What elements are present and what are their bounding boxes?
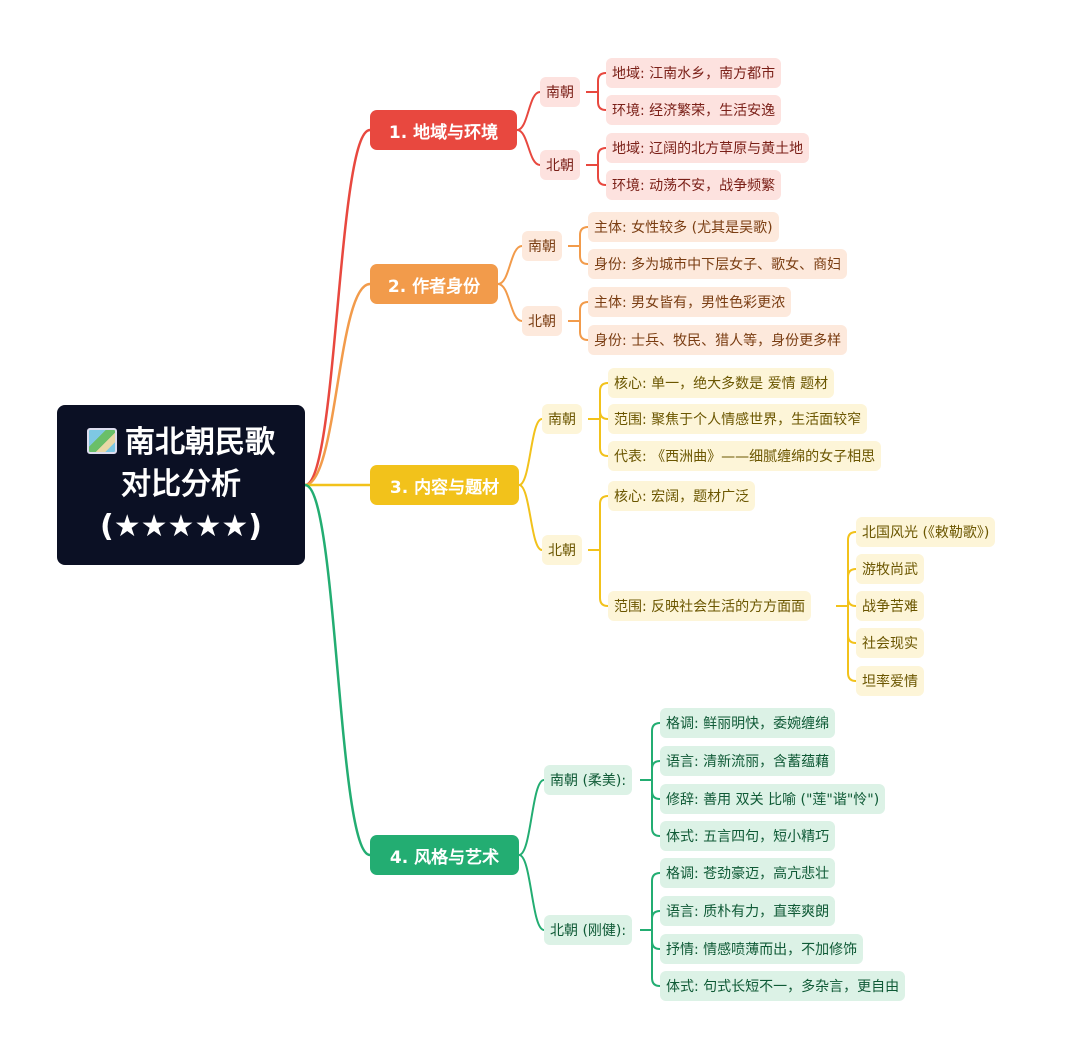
connector bbox=[640, 779, 661, 837]
leaf-item[interactable]: 范围: 反映社会生活的方方面面 bbox=[608, 591, 812, 621]
connector bbox=[568, 320, 589, 341]
connector bbox=[836, 568, 857, 607]
leaf-item[interactable]: 格调: 鲜丽明快，委婉缠绵 bbox=[660, 708, 836, 738]
connector bbox=[588, 382, 609, 420]
connector bbox=[586, 72, 607, 93]
connector bbox=[304, 282, 371, 487]
connector bbox=[588, 418, 609, 457]
connector bbox=[640, 722, 661, 781]
leaf-item[interactable]: 身份: 士兵、牧民、猎人等，身份更多样 bbox=[588, 325, 848, 355]
leaf-item[interactable]: 地域: 辽阔的北方草原与黄土地 bbox=[606, 133, 810, 163]
leaf-item[interactable]: 代表: 《西洲曲》——细腻缠绵的女子相思 bbox=[608, 441, 882, 471]
connector bbox=[640, 760, 661, 781]
connector bbox=[836, 531, 857, 607]
leaf-item[interactable]: 核心: 宏阔，题材广泛 bbox=[608, 481, 756, 511]
branch-style[interactable]: 4. 风格与艺术 bbox=[370, 835, 519, 875]
leaf-item[interactable]: 语言: 清新流丽，含蓄蕴藉 bbox=[660, 746, 836, 776]
group-south[interactable]: 南朝 bbox=[542, 404, 582, 434]
leaf-item[interactable]: 体式: 句式长短不一，多杂言，更自由 bbox=[660, 971, 906, 1001]
connector bbox=[518, 484, 543, 551]
connector bbox=[586, 91, 607, 111]
leaf-item[interactable]: 环境: 动荡不安，战争频繁 bbox=[606, 170, 782, 200]
group-south[interactable]: 南朝 bbox=[540, 77, 580, 107]
connector bbox=[568, 301, 589, 322]
connector bbox=[568, 245, 589, 265]
connector bbox=[588, 549, 609, 607]
connector bbox=[518, 779, 545, 856]
branch-content[interactable]: 3. 内容与题材 bbox=[370, 465, 519, 505]
leaf-item[interactable]: 抒情: 情感喷薄而出，不加修饰 bbox=[660, 934, 864, 964]
leaf-subitem[interactable]: 社会现实 bbox=[856, 628, 924, 658]
connector bbox=[588, 410, 609, 420]
leaf-subitem[interactable]: 游牧尚武 bbox=[856, 554, 924, 584]
connector bbox=[588, 495, 609, 551]
connector bbox=[836, 605, 857, 682]
leaf-subitem[interactable]: 北国风光 (《敕勒歌》) bbox=[856, 517, 996, 547]
connector bbox=[497, 283, 523, 322]
map-icon bbox=[87, 428, 117, 454]
connector bbox=[518, 418, 543, 486]
leaf-item[interactable]: 主体: 女性较多 (尤其是吴歌) bbox=[588, 212, 779, 242]
connector bbox=[836, 597, 857, 607]
leaf-item[interactable]: 语言: 质朴有力，直率爽朗 bbox=[660, 896, 836, 926]
connector bbox=[836, 605, 857, 644]
group-north[interactable]: 北朝 (刚健): bbox=[544, 915, 633, 945]
connector bbox=[640, 929, 661, 987]
connector bbox=[304, 483, 371, 857]
connector bbox=[640, 779, 661, 800]
branch-author[interactable]: 2. 作者身份 bbox=[370, 264, 498, 304]
connector bbox=[640, 910, 661, 931]
leaf-item[interactable]: 核心: 单一，绝大多数是 爱情 题材 bbox=[608, 368, 835, 398]
group-north[interactable]: 北朝 bbox=[522, 306, 562, 336]
connector bbox=[304, 128, 371, 487]
connector bbox=[586, 147, 607, 166]
leaf-subitem[interactable]: 战争苦难 bbox=[856, 591, 924, 621]
leaf-item[interactable]: 范围: 聚焦于个人情感世界，生活面较窄 bbox=[608, 404, 868, 434]
group-north[interactable]: 北朝 bbox=[542, 535, 582, 565]
leaf-item[interactable]: 格调: 苍劲豪迈，高亢悲壮 bbox=[660, 858, 836, 888]
connector bbox=[516, 91, 541, 131]
leaf-item[interactable]: 环境: 经济繁荣，生活安逸 bbox=[606, 95, 782, 125]
group-north[interactable]: 北朝 bbox=[540, 150, 580, 180]
leaf-item[interactable]: 修辞: 善用 双关 比喻 ("莲"谐"怜") bbox=[660, 784, 886, 814]
leaf-item[interactable]: 地域: 江南水乡，南方都市 bbox=[606, 58, 782, 88]
connector bbox=[586, 164, 607, 186]
connector bbox=[497, 245, 523, 285]
leaf-item[interactable]: 体式: 五言四句，短小精巧 bbox=[660, 821, 836, 851]
connector bbox=[568, 226, 589, 247]
connector bbox=[516, 129, 541, 166]
root-node[interactable]: 南北朝民歌 对比分析 (★★★★★) bbox=[57, 405, 305, 565]
connector bbox=[640, 929, 661, 950]
group-south[interactable]: 南朝 (柔美): bbox=[544, 765, 633, 795]
branch-geography[interactable]: 1. 地域与环境 bbox=[370, 110, 517, 150]
leaf-subitem[interactable]: 坦率爱情 bbox=[856, 666, 924, 696]
connector bbox=[640, 872, 661, 931]
leaf-item[interactable]: 主体: 男女皆有，男性色彩更浓 bbox=[588, 287, 792, 317]
connector bbox=[518, 854, 545, 931]
group-south[interactable]: 南朝 bbox=[522, 231, 562, 261]
leaf-item[interactable]: 身份: 多为城市中下层女子、歌女、商妇 bbox=[588, 249, 848, 279]
